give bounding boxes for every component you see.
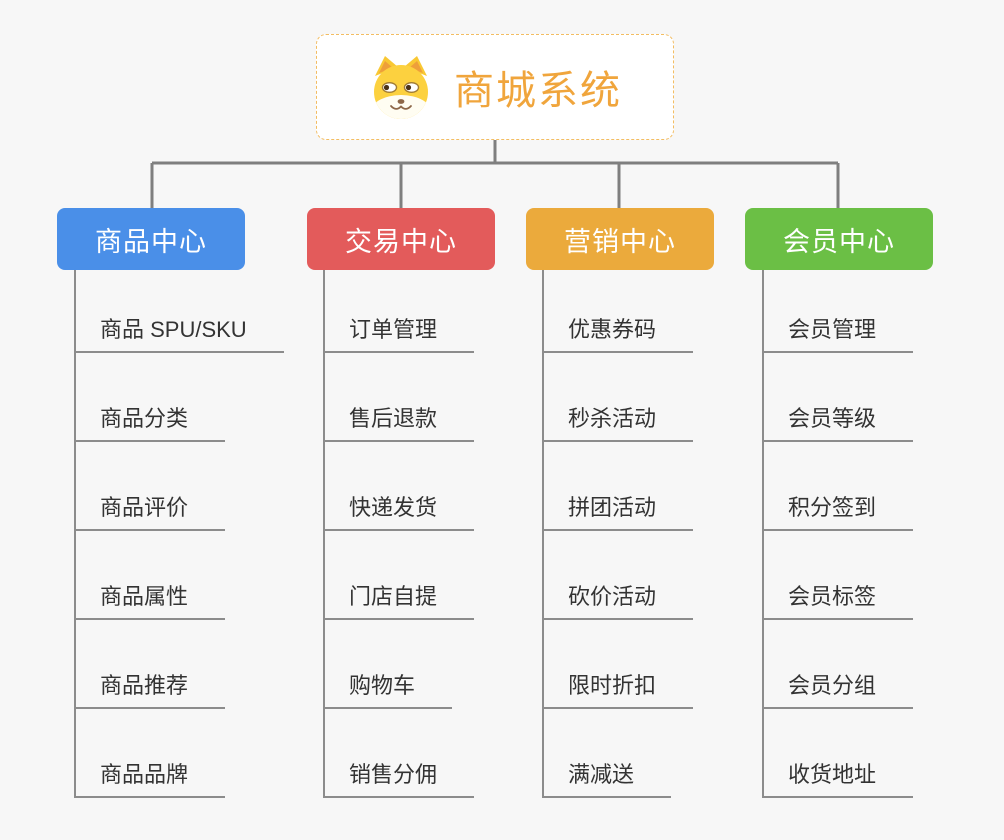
- child-topic[interactable]: 优惠券码: [542, 270, 694, 353]
- child-topic[interactable]: 限时折扣: [542, 620, 694, 709]
- child-topic[interactable]: 订单管理: [323, 270, 475, 353]
- child-topic[interactable]: 拼团活动: [542, 442, 694, 531]
- child-topic[interactable]: 售后退款: [323, 353, 475, 442]
- child-topic[interactable]: 秒杀活动: [542, 353, 694, 442]
- child-topic[interactable]: 会员管理: [762, 270, 914, 353]
- child-topic[interactable]: 砍价活动: [542, 531, 694, 620]
- child-topic[interactable]: 满减送: [542, 709, 672, 798]
- child-topic[interactable]: 商品属性: [74, 531, 226, 620]
- child-topic[interactable]: 商品 SPU/SKU: [74, 270, 284, 353]
- child-topic[interactable]: 收货地址: [762, 709, 914, 798]
- child-topic[interactable]: 会员分组: [762, 620, 914, 709]
- child-topic[interactable]: 商品分类: [74, 353, 226, 442]
- child-topic[interactable]: 商品评价: [74, 442, 226, 531]
- root-title: 商城系统: [454, 69, 622, 113]
- child-topic[interactable]: 商品品牌: [74, 709, 226, 798]
- branch-children-member-center: 会员管理 会员等级 积分签到 会员标签 会员分组 收货地址: [762, 270, 914, 798]
- dog-face-icon: [368, 54, 434, 120]
- child-topic[interactable]: 门店自提: [323, 531, 475, 620]
- child-topic[interactable]: 快递发货: [323, 442, 475, 531]
- child-topic[interactable]: 商品推荐: [74, 620, 226, 709]
- root-node[interactable]: 商城系统: [316, 34, 674, 140]
- branch-node-member-center[interactable]: 会员中心: [745, 208, 933, 270]
- child-topic[interactable]: 会员标签: [762, 531, 914, 620]
- child-topic[interactable]: 会员等级: [762, 353, 914, 442]
- branch-children-trade-center: 订单管理 售后退款 快递发货 门店自提 购物车 销售分佣: [323, 270, 475, 798]
- branch-node-product-center[interactable]: 商品中心: [57, 208, 245, 270]
- child-topic[interactable]: 销售分佣: [323, 709, 475, 798]
- branch-node-marketing-center[interactable]: 营销中心: [526, 208, 714, 270]
- branch-children-product-center: 商品 SPU/SKU 商品分类 商品评价 商品属性 商品推荐 商品品牌: [74, 270, 284, 798]
- child-topic[interactable]: 购物车: [323, 620, 453, 709]
- child-topic[interactable]: 积分签到: [762, 442, 914, 531]
- branch-children-marketing-center: 优惠券码 秒杀活动 拼团活动 砍价活动 限时折扣 满减送: [542, 270, 694, 798]
- branch-node-trade-center[interactable]: 交易中心: [307, 208, 495, 270]
